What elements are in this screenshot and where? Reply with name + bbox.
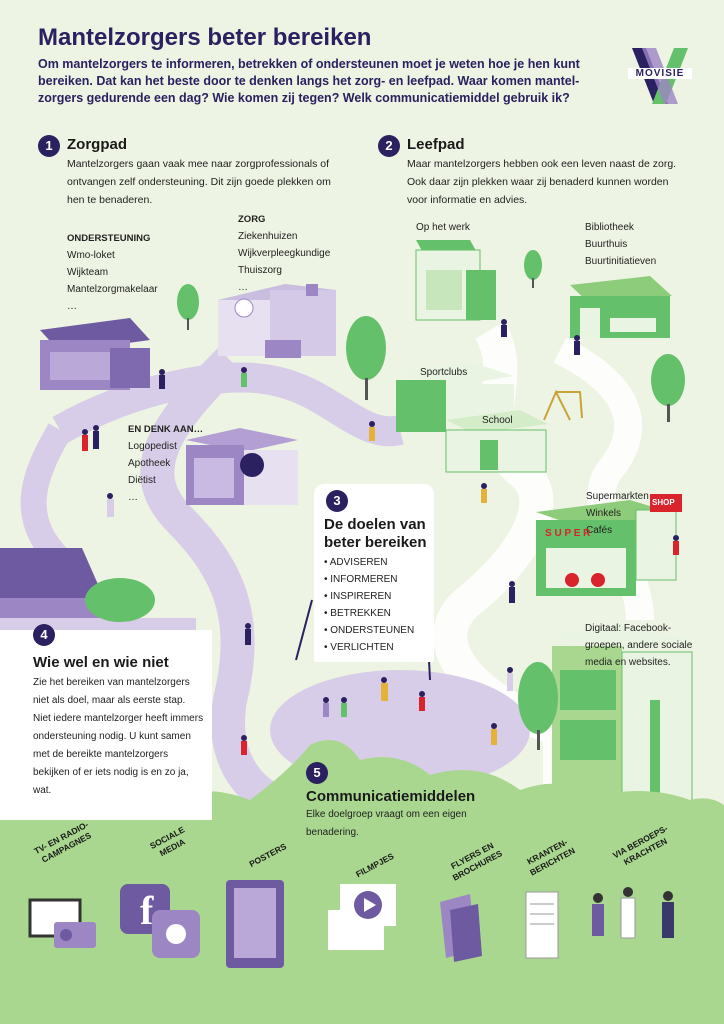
people — [82, 319, 679, 755]
bibliotheek-item: Buurthuis — [585, 239, 628, 250]
zorg-heading: ZORG — [238, 214, 266, 225]
zorg-item: Ziekenhuizen — [238, 231, 298, 242]
sportclub-building — [396, 362, 514, 432]
flyer-icon — [440, 894, 482, 962]
denk-aan-heading: EN DENK AAN… — [128, 424, 204, 435]
shop-sign: SHOP — [652, 498, 675, 507]
doel-item: • ONDERSTEUNEN — [324, 625, 415, 636]
ondersteuning-item: Wijkteam — [67, 267, 109, 278]
wie-number: 4 — [33, 624, 55, 646]
bibliotheek-item: Buurtinitiatieven — [585, 256, 657, 267]
support-building — [40, 318, 150, 390]
newspaper-icon — [525, 891, 559, 959]
goals-billboard: 3 De doelen van beter bereiken • ADVISER… — [314, 484, 434, 662]
doel-item: • INFORMEREN — [324, 574, 398, 585]
movisie-logo: MOVISIE — [628, 46, 692, 106]
wie-title: Wie wel en wie niet — [33, 654, 169, 671]
zorg-list: ZORG Ziekenhuizen Wijkverpleegkundige Th… — [238, 211, 330, 296]
tv-radio-icon — [28, 898, 96, 948]
zorgpad-path-3 — [20, 423, 72, 570]
doel-item: • ADVISEREN — [324, 557, 388, 568]
bibliotheek-item: Bibliotheek — [585, 222, 634, 233]
doelen-title: De doelen van beter bereiken — [324, 516, 427, 551]
supermarket-building — [536, 494, 682, 596]
supermarkten-item: Winkels — [586, 508, 622, 519]
poster-icon — [226, 880, 284, 968]
denk-aan-item: Apotheek — [128, 458, 171, 469]
denk-aan-item: … — [128, 492, 138, 503]
work-building — [415, 240, 496, 321]
svg-text:f: f — [140, 888, 154, 933]
doel-item: • VERLICHTEN — [324, 642, 394, 653]
ondersteuning-item: … — [67, 301, 77, 312]
supermarkten-list: Supermarkten Winkels Cafés — [586, 488, 649, 539]
zorgpad-title: Zorgpad — [67, 136, 127, 153]
leefpad-text: Maar mantelzorgers hebben ook een leven … — [407, 158, 677, 206]
leefpad-title: Leefpad — [407, 136, 465, 153]
werk-label: Op het werk — [416, 222, 470, 233]
communicatie-number: 5 — [306, 762, 328, 784]
denk-aan-list: EN DENK AAN… Logopedist Apotheek Diëtist… — [128, 421, 203, 506]
intro-text: Om mantelzorgers te informeren, betrekke… — [38, 57, 580, 105]
supermarkten-item: Supermarkten — [586, 491, 649, 502]
social-media-icon: f — [120, 884, 200, 958]
doel-item: • INSPIREREN — [324, 591, 392, 602]
ondersteuning-item: Wmo-loket — [67, 250, 115, 261]
office-tower — [552, 624, 693, 817]
ondersteuning-list: ONDERSTEUNING Wmo-loket Wijkteam Mantelz… — [67, 230, 158, 315]
zorgpad-text: Mantelzorgers gaan vaak mee naar zorgpro… — [67, 158, 331, 206]
super-sign: S U P E R — [545, 528, 591, 539]
section-4-panel — [0, 630, 212, 820]
zorgpad-path — [52, 362, 404, 447]
supermarkten-item: Cafés — [586, 525, 613, 536]
doelen-number: 3 — [326, 490, 348, 512]
leefpad-number: 2 — [378, 135, 400, 157]
communicatie-title: Communicatiemiddelen — [306, 788, 476, 805]
denk-aan-item: Diëtist — [128, 475, 156, 486]
hospital-building — [218, 284, 336, 358]
page-title: Mantelzorgers beter bereiken — [38, 24, 372, 51]
channel-icons: f — [28, 880, 674, 968]
zorg-item: Wijkverpleegkundige — [238, 248, 331, 259]
ondersteuning-heading: ONDERSTEUNING — [67, 233, 151, 244]
communicatie-text: Elke doelgroep vraagt om een eigen benad… — [306, 809, 467, 838]
denk-aan-item: Logopedist — [128, 441, 177, 452]
video-icon — [328, 884, 396, 950]
pharmacy-building — [186, 428, 298, 505]
trees — [177, 250, 685, 750]
wie-text: Zie het bereiken van mantelzorgers niet … — [33, 677, 204, 796]
professionals-icon — [592, 887, 674, 939]
zorgpad-number: 1 — [38, 135, 60, 157]
doel-item: • BETREKKEN — [324, 608, 391, 619]
logo-text: MOVISIE — [628, 68, 692, 79]
zorg-item: Thuiszorg — [238, 265, 282, 276]
school-label: School — [482, 415, 513, 426]
swing — [543, 389, 583, 421]
school-building — [445, 410, 548, 473]
bibliotheek-list: Bibliotheek Buurthuis Buurtinitiatieven — [585, 219, 656, 270]
sportclubs-label: Sportclubs — [420, 367, 468, 378]
zorg-item: … — [238, 282, 248, 293]
ondersteuning-item: Mantelzorgmakelaar — [67, 284, 158, 295]
doelen-list: • ADVISEREN • INFORMEREN • INSPIREREN • … — [324, 554, 414, 656]
zorgpad-path-2 — [140, 347, 305, 827]
digitaal-label: Digitaal: Facebook-groepen, andere socia… — [585, 623, 693, 668]
library-building — [570, 276, 672, 338]
